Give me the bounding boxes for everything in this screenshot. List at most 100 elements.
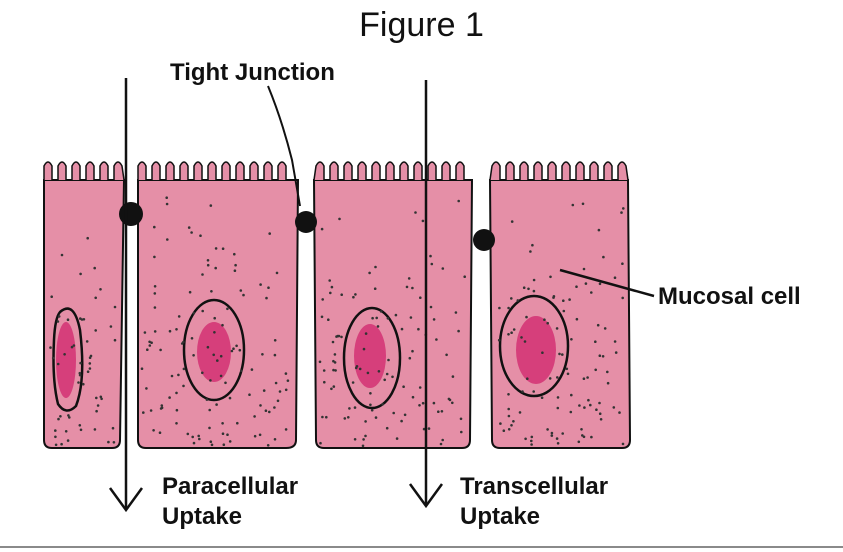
granule (61, 254, 64, 257)
cell-2-microvilli (138, 162, 298, 180)
granule (154, 285, 157, 288)
granule (368, 272, 371, 275)
granule (207, 264, 210, 267)
granule (52, 357, 55, 360)
granule (374, 287, 377, 290)
cell-1-microvilli (44, 162, 124, 180)
granule (546, 322, 549, 325)
granule (331, 286, 334, 289)
cell-3-nucleus (354, 324, 386, 388)
granule (508, 415, 511, 418)
granule (510, 297, 513, 300)
granule (556, 376, 559, 379)
granule (261, 353, 264, 356)
granule (498, 307, 501, 310)
granule (207, 346, 210, 349)
granule (419, 296, 422, 299)
granule (285, 389, 288, 392)
granule (622, 443, 625, 446)
granule (80, 429, 83, 432)
granule (533, 290, 536, 293)
granule (285, 372, 288, 375)
granule (100, 396, 103, 399)
granule (54, 429, 57, 432)
granule (229, 440, 232, 443)
granule (232, 347, 235, 350)
granule (452, 375, 455, 378)
granule (332, 360, 335, 363)
granule (49, 346, 52, 349)
granule (340, 336, 343, 339)
granule (87, 370, 90, 373)
granule (463, 275, 466, 278)
granule (57, 320, 60, 323)
granule (338, 335, 341, 338)
granule (442, 267, 445, 270)
granule (79, 273, 82, 276)
granule (408, 277, 411, 280)
granule (274, 339, 277, 342)
granule (409, 357, 412, 360)
granule (113, 441, 116, 444)
granule (335, 335, 338, 338)
granule (348, 407, 351, 410)
bottom-divider (0, 546, 843, 548)
granule (198, 438, 201, 441)
granule (338, 218, 341, 221)
granule (187, 433, 190, 436)
granule (267, 286, 270, 289)
granule (234, 264, 237, 267)
granule (402, 385, 405, 388)
granule (411, 350, 414, 353)
granule (572, 204, 575, 207)
granule (332, 341, 335, 344)
granule (268, 232, 271, 235)
granule (175, 392, 178, 395)
granule (215, 403, 218, 406)
granule (445, 354, 448, 357)
granule (60, 443, 63, 446)
granule (525, 316, 528, 319)
cell-4-microvilli (490, 162, 628, 180)
granule (557, 407, 560, 410)
granule (191, 436, 194, 439)
granule (166, 203, 169, 206)
granule (587, 399, 590, 402)
granule (418, 404, 421, 407)
granule (213, 317, 216, 320)
granule (240, 370, 243, 373)
granule (375, 317, 378, 320)
granule (594, 340, 597, 343)
granule (352, 296, 355, 299)
granule (599, 354, 602, 357)
granule (551, 432, 554, 435)
granule (161, 404, 164, 407)
granule (513, 328, 516, 331)
granule (371, 409, 374, 412)
granule (618, 411, 621, 414)
granule (327, 318, 330, 321)
cell-4 (490, 162, 630, 448)
granule (441, 439, 444, 442)
granule (259, 404, 262, 407)
granule (448, 398, 451, 401)
granule (441, 410, 444, 413)
granule (604, 327, 607, 330)
granule (562, 299, 565, 302)
granule (67, 318, 70, 321)
granule (89, 367, 92, 370)
granule (182, 341, 185, 344)
granule (274, 354, 277, 357)
granule (598, 229, 601, 232)
granule (93, 267, 96, 270)
granule (386, 427, 389, 430)
granule (381, 403, 384, 406)
granule (332, 369, 335, 372)
granule (149, 344, 152, 347)
granule (558, 353, 561, 356)
granule (154, 306, 157, 309)
granule (499, 422, 502, 425)
granule (268, 411, 271, 414)
granule (165, 196, 168, 199)
granule (277, 400, 280, 403)
